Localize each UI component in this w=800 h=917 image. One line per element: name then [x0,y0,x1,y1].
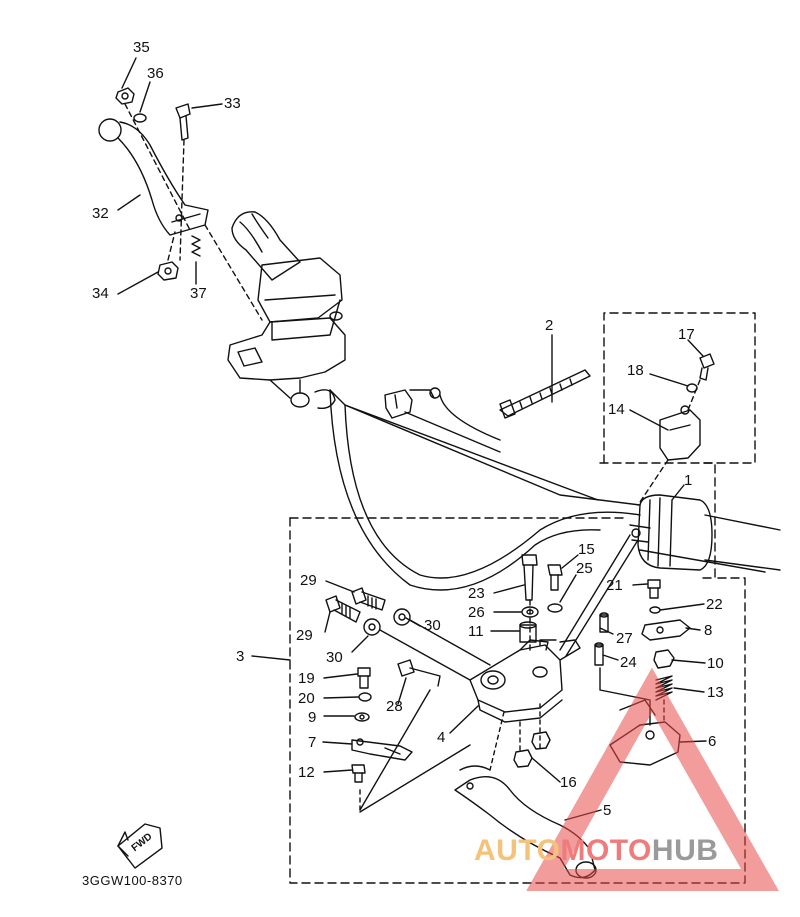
callout-1: 1 [684,472,693,489]
callout-29-upper: 29 [300,572,317,589]
callout-35: 35 [133,39,150,56]
adjuster-30b [363,618,381,636]
cable-tie [499,369,591,417]
callout-36: 36 [147,65,164,82]
brake-lever [117,121,209,236]
handlebar-switch [637,494,713,571]
watermark-moto: MOTO [560,834,652,867]
brake-lever-ball [98,118,122,142]
part-code: 3GGW100-8370 [82,873,183,888]
callout-37: 37 [190,285,207,302]
callout-10: 10 [707,655,724,672]
callout-6: 6 [708,733,717,750]
callout-4: 4 [437,729,446,746]
callout-34: 34 [92,285,109,302]
handlebar [329,389,641,579]
callout-17: 17 [678,326,695,343]
callout-11: 11 [468,623,484,640]
plate-7 [351,739,413,761]
master-cylinder [257,257,343,323]
watermark-hub: HUB [651,834,719,867]
callout-7: 7 [308,734,317,751]
callout-18: 18 [627,362,644,379]
callout-9: 9 [308,709,317,726]
callout-16: 16 [560,774,577,791]
brake-switch [384,389,413,419]
bolt-29b [325,595,341,613]
clutch-cable [559,534,631,651]
switch-bracket [659,409,701,461]
callout-33: 33 [224,95,241,112]
callout-22: 22 [706,596,723,613]
callout-19: 19 [298,670,315,687]
callout-8: 8 [704,622,713,639]
screw-19 [357,667,371,677]
callout-2: 2 [545,317,554,334]
left-grip [231,211,301,281]
callout-3: 3 [236,648,245,665]
callout-26: 26 [468,604,485,621]
lever-holder [469,644,563,713]
callout-23: 23 [468,585,485,602]
callout-30-left: 30 [326,649,343,666]
callout-24: 24 [620,654,637,671]
callout-27: 27 [616,630,633,647]
group-box-switch [603,312,756,464]
callout-14: 14 [608,401,625,418]
callout-12: 12 [298,764,315,781]
watermark-auto: AUTO [474,834,561,867]
watermark-triangle-icon [526,667,779,891]
callout-30-right: 30 [424,617,441,634]
callout-20: 20 [298,690,315,707]
callout-25: 25 [576,560,593,577]
callout-28: 28 [386,698,403,715]
bolt-29a [351,587,367,605]
callout-5: 5 [603,802,612,819]
adjuster-30a [393,608,411,626]
group-box-switch-lower [599,462,716,579]
plate-8 [641,619,691,641]
callout-29-lower: 29 [296,627,313,644]
callout-32: 32 [92,205,109,222]
watermark-logo: AUTOMOTOHUB [474,834,718,868]
callout-15: 15 [578,541,595,558]
callout-13: 13 [707,684,724,701]
callout-21: 21 [606,577,623,594]
fwd-arrow-icon [117,823,163,869]
